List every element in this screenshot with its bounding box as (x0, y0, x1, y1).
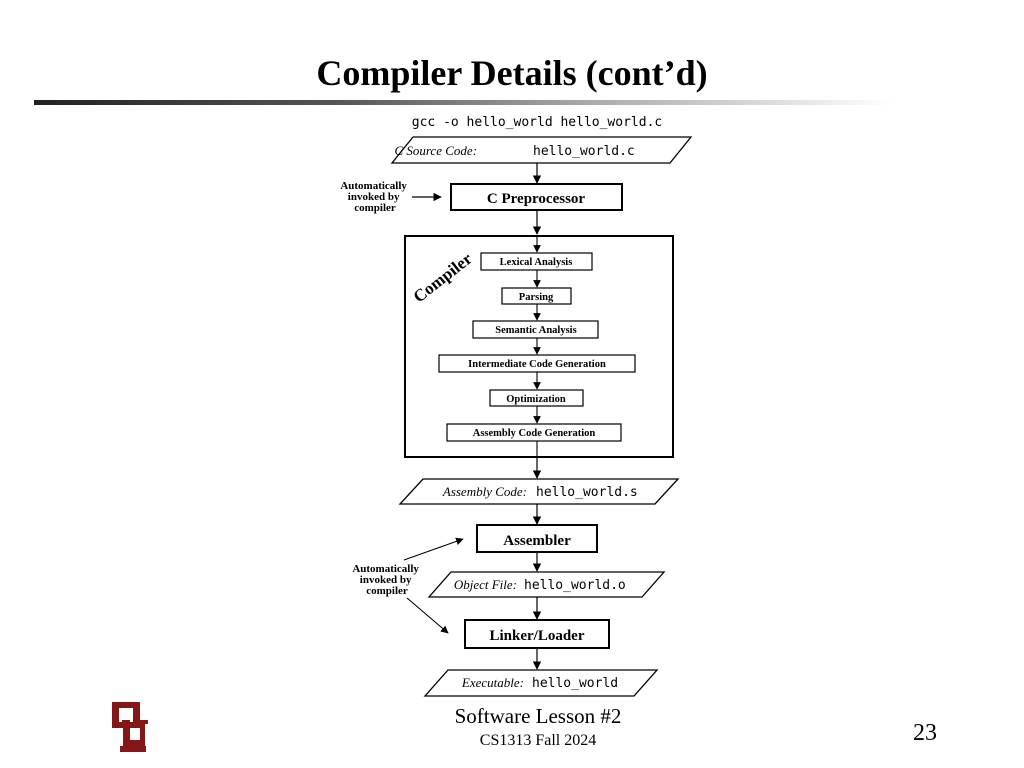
auto-note-1-line2: invoked by (348, 191, 400, 203)
auto-note-1-line1: Automatically (340, 180, 407, 192)
ou-logo-icon (112, 702, 148, 752)
stage-intermediate-code-label: Intermediate Code Generation (468, 359, 606, 370)
assembler-label: Assembler (503, 533, 571, 549)
stage-optimization-label: Optimization (506, 394, 566, 405)
assembler-box (476, 524, 598, 553)
arrow-auto-note-2-to-linker (406, 597, 449, 634)
executable-filename: hello_world (532, 676, 618, 691)
source-code-label: C Source Code: (394, 143, 477, 158)
footer-term: CS1313 Fall 2024 (479, 732, 597, 749)
auto-note-2-line3: compiler (366, 585, 408, 597)
auto-note-2-line2: invoked by (360, 574, 412, 586)
object-file-label: Object File: (454, 577, 517, 592)
assembly-code-filename: hello_world.s (536, 485, 638, 500)
stage-assembly-code-gen-label: Assembly Code Generation (473, 428, 596, 439)
object-file-parallelogram (427, 571, 666, 598)
stage-assembly-code-gen-box (446, 423, 622, 442)
page-number: 23 (913, 720, 937, 746)
auto-note-1-line3: compiler (354, 202, 396, 214)
stage-semantic-analysis-box (472, 320, 599, 339)
executable-parallelogram (423, 669, 659, 697)
auto-note-2-line1: Automatically (352, 563, 419, 575)
footer-course: Software Lesson #2 (454, 704, 622, 728)
auto-invoked-note-2: Automatically invoked by compiler (352, 563, 421, 597)
executable-label: Executable: (461, 675, 524, 690)
stage-lexical-analysis-label: Lexical Analysis (500, 257, 573, 268)
arrow-auto-note-2-to-assembler (403, 537, 464, 561)
gcc-command: gcc -o hello_world hello_world.c (412, 115, 662, 130)
object-file-filename: hello_world.o (524, 578, 626, 593)
source-code-parallelogram (390, 136, 693, 164)
auto-invoked-note-1: Automatically invoked by compiler (340, 180, 409, 214)
title-divider (34, 100, 894, 105)
preprocessor-label: C Preprocessor (487, 191, 586, 207)
stage-semantic-analysis-label: Semantic Analysis (495, 325, 576, 336)
source-code-filename: hello_world.c (533, 144, 635, 159)
assembly-code-parallelogram (398, 478, 680, 505)
preprocessor-box (450, 183, 623, 211)
stage-parsing-label: Parsing (519, 292, 554, 303)
linker-loader-label: Linker/Loader (489, 628, 584, 644)
slide-title: Compiler Details (cont’d) (316, 53, 708, 93)
assembly-code-label: Assembly Code: (442, 484, 527, 499)
